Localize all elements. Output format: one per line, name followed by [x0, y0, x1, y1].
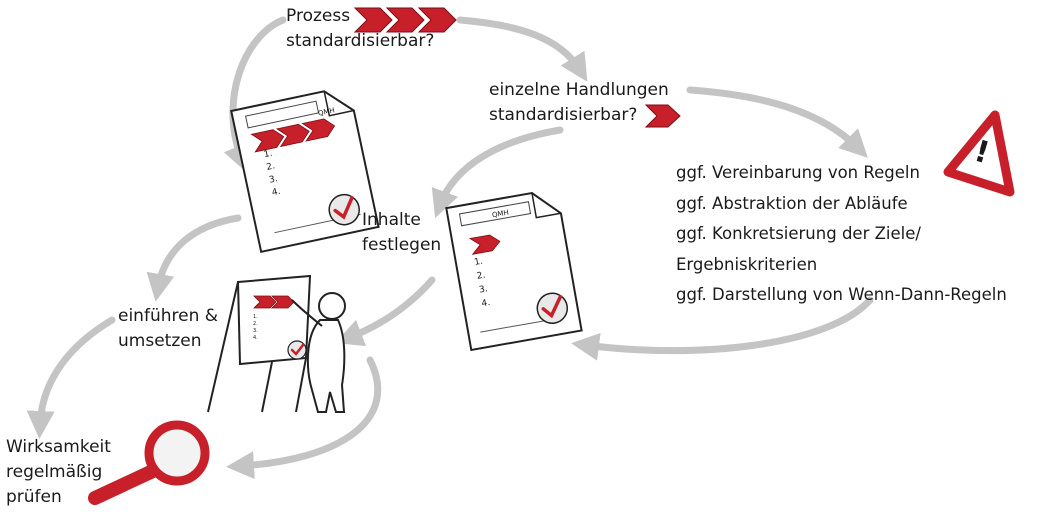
- notes-list: ggf. Vereinbarung von Regeln ggf. Abstra…: [676, 158, 1007, 311]
- checkmark-icon: [536, 292, 569, 324]
- label-einfuehren-line2: umsetzen: [118, 331, 202, 351]
- note-item: Ergebniskriterien: [676, 254, 818, 274]
- label-wirksamkeit: Wirksamkeit regelmäßig prüfen: [6, 435, 111, 510]
- label-handlungen: einzelne Handlungen standardisierbar?: [489, 78, 669, 128]
- flipchart-numbers: 1. 2. 3. 4.: [253, 314, 258, 342]
- label-inhalte: Inhalte festlegen: [362, 208, 441, 258]
- arrow-flipchart-to-magnifier: [226, 356, 382, 480]
- label-wirksamkeit-line2: regelmäßig: [6, 462, 103, 482]
- chevron-arrows-icon: [353, 7, 457, 33]
- flipchart-number: 3.: [253, 328, 258, 334]
- label-wirksamkeit-line3: prüfen: [6, 487, 62, 507]
- label-inhalte-line2: festlegen: [362, 235, 442, 255]
- person-icon: [291, 292, 346, 413]
- document-icon-1: [230, 90, 380, 254]
- label-prozess-line2: standardisierbar?: [286, 31, 435, 51]
- label-einfuehren-line1: einführen &: [118, 306, 218, 326]
- document-icon-2: [445, 191, 583, 352]
- arrow-prozess-to-doc1: [223, 16, 287, 174]
- label-handlungen-line1: einzelne Handlungen: [489, 80, 669, 100]
- note-item: ggf. Darstellung von Wenn-Dann-Regeln: [676, 285, 1007, 304]
- arrow-notes-to-doc2: [571, 296, 874, 361]
- arrow-prozess-to-handlungen: [456, 16, 588, 82]
- label-inhalte-line1: Inhalte: [362, 210, 421, 230]
- cycle-arrows: [26, 16, 874, 480]
- checkmark-icon: [287, 340, 307, 360]
- arrow-einfuehren-to-wirksamkeit: [26, 316, 116, 439]
- label-prozess: Prozess standardisierbar?: [286, 4, 434, 54]
- label-wirksamkeit-line1: Wirksamkeit: [6, 437, 111, 457]
- flipchart-number: 2.: [253, 321, 258, 327]
- note-item: ggf. Abstraktion der Abläufe: [676, 193, 908, 213]
- label-prozess-line1: Prozess: [286, 6, 351, 26]
- arrow-inhalte-to-flipchart: [334, 276, 436, 347]
- label-einfuehren: einführen & umsetzen: [118, 304, 218, 354]
- flipchart-number: 4.: [253, 335, 258, 341]
- checkmark-icon: [328, 193, 360, 226]
- magnifier-icon: [88, 420, 210, 505]
- note-item: ggf. Konkretsierung der Ziele/: [676, 224, 921, 243]
- warning-triangle-icon: [943, 110, 1015, 197]
- chevron-arrow-icon: [644, 104, 681, 128]
- arrow-handlungen-to-notes: [686, 86, 868, 158]
- arrow-handlungen-to-inhalte: [431, 126, 564, 219]
- flipchart-icon: [207, 274, 312, 413]
- arrow-doc1-to-einfuehren: [146, 214, 242, 302]
- flipchart-number: 1.: [253, 314, 258, 320]
- label-handlungen-line2: standardisierbar?: [489, 105, 638, 125]
- note-item: ggf. Vereinbarung von Regeln: [676, 163, 920, 182]
